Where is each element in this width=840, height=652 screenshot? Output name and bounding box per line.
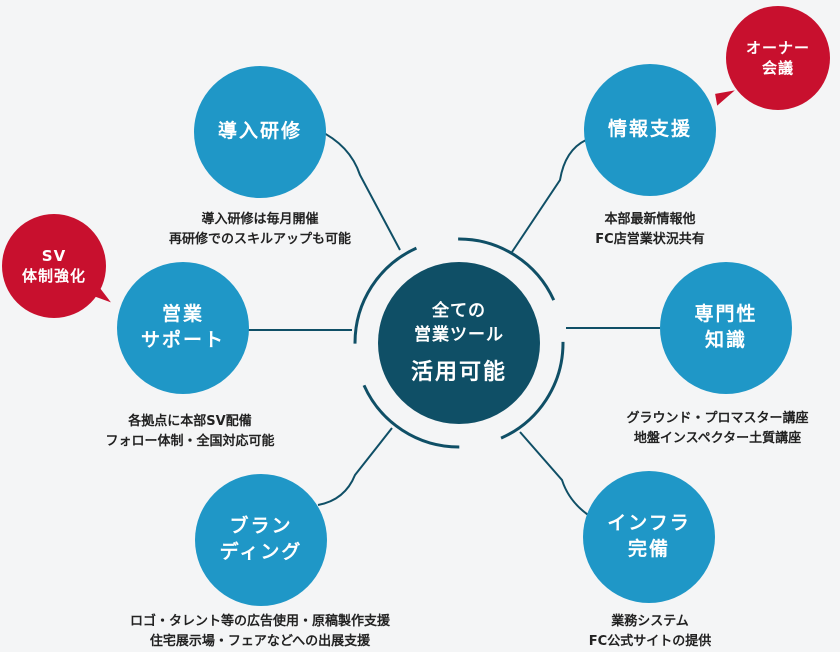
node-branding: ブラン ディング [195, 474, 327, 606]
node-sales-support: 営業 サポート [117, 262, 249, 394]
desc-expertise-line2: 地盤インスペクター土質講座 [633, 430, 802, 446]
node-expertise-label1: 専門性 [694, 303, 758, 326]
node-sales-support-label1: 営業 [161, 303, 204, 326]
node-infrastructure-label2: 完備 [627, 538, 670, 560]
desc-info-support: 本部最新情報他 FC店営業状況共有 [550, 210, 750, 249]
desc-branding-line1: ロゴ・タレント等の広告使用・原稿製作支援 [129, 614, 390, 629]
hub-line2: 営業ツール [414, 325, 504, 345]
node-training: 導入研修 [194, 66, 326, 198]
node-sales-support-label2: サポート [140, 329, 225, 351]
desc-training: 導入研修は毎月開催 再研修でのスキルアップも可能 [130, 210, 390, 249]
desc-infrastructure: 業務システム FC公式サイトの提供 [550, 612, 750, 651]
desc-training-line2: 再研修でのスキルアップも可能 [168, 231, 351, 247]
badge-sv-line2: 体制強化 [21, 267, 86, 285]
badge-sv: SV 体制強化 [2, 214, 106, 318]
node-info-support-label: 情報支援 [607, 118, 692, 141]
desc-infrastructure-line1: 業務システム [611, 614, 689, 629]
desc-expertise: グラウンド・プロマスター講座 地盤インスペクター土質講座 [600, 409, 835, 448]
desc-training-line1: 導入研修は毎月開催 [201, 212, 319, 227]
hub-line1: 全ての [432, 301, 486, 322]
badge-owner: オーナー 会議 [726, 6, 830, 110]
node-expertise: 専門性 知識 [660, 262, 792, 394]
desc-infrastructure-line2: FC公式サイトの提供 [588, 633, 712, 649]
desc-info-support-line2: FC店営業状況共有 [595, 231, 705, 247]
node-info-support: 情報支援 [584, 64, 716, 196]
node-training-label: 導入研修 [217, 120, 302, 143]
connector-info-support [511, 139, 587, 253]
desc-sales-support-line2: フォロー体制・全国対応可能 [105, 433, 275, 449]
desc-sales-support: 各拠点に本部SV配備 フォロー体制・全国対応可能 [60, 412, 320, 451]
node-expertise-label2: 知識 [704, 329, 747, 351]
hub-ring [353, 237, 565, 449]
hub-line3: 活用可能 [410, 359, 507, 385]
desc-sales-support-line1: 各拠点に本部SV配備 [128, 414, 252, 429]
node-infrastructure: インフラ 完備 [583, 471, 715, 603]
node-infrastructure-label1: インフラ [607, 512, 691, 535]
badge-sv-line1: SV [41, 246, 67, 265]
connector-branding [317, 427, 393, 506]
desc-branding: ロゴ・タレント等の広告使用・原稿製作支援 住宅展示場・フェアなどへの出展支援 [110, 612, 410, 651]
hub-circle: 全ての 営業ツール 活用可能 [378, 262, 540, 424]
desc-branding-line2: 住宅展示場・フェアなどへの出展支援 [149, 633, 371, 649]
badge-owner-line1: オーナー [745, 38, 810, 57]
node-branding-label1: ブラン [229, 515, 293, 538]
desc-expertise-line1: グラウンド・プロマスター講座 [626, 411, 809, 426]
node-branding-label2: ディング [219, 541, 303, 563]
badge-owner-line2: 会議 [761, 59, 794, 77]
desc-info-support-line1: 本部最新情報他 [604, 212, 696, 227]
connector-infrastructure [519, 431, 597, 521]
